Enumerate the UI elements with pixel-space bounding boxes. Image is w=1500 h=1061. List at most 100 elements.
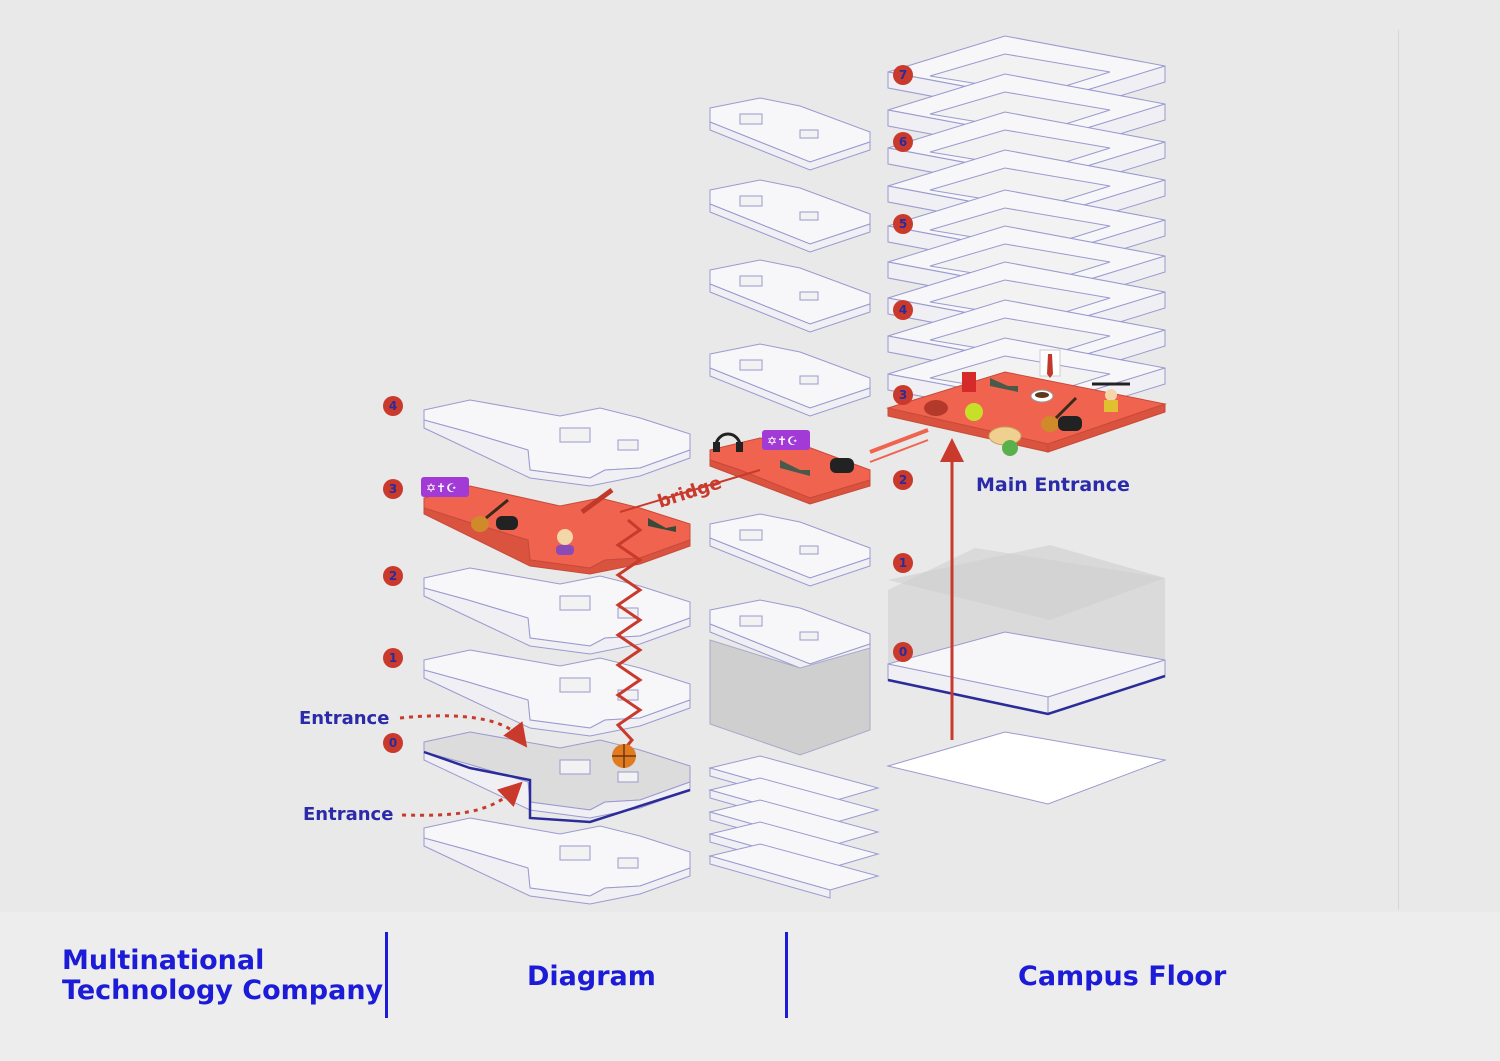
middle-floor-void: [739, 113, 763, 125]
coffee-icon: [1030, 389, 1054, 403]
middle-floor-void: [739, 529, 763, 541]
floor-marker: [893, 553, 913, 573]
main-entrance-label: Main Entrance: [976, 474, 1130, 496]
left-floor-void: [559, 595, 591, 611]
gamepad-icon: [1058, 416, 1082, 431]
floor-marker: [893, 214, 913, 234]
sneaker-icon: [648, 518, 676, 532]
left-floor-plate-side: [423, 751, 691, 819]
paint-icon: [580, 487, 614, 515]
diagram-title: Diagram: [527, 961, 656, 992]
floor-marker: [383, 396, 403, 416]
left-floor-void: [559, 427, 591, 443]
drink-icon: [962, 372, 976, 392]
religion-symbols-icon: ✡✝☪: [762, 430, 810, 450]
floor-number: 5: [899, 217, 907, 231]
middle-floor-void: [739, 615, 763, 627]
left-floor-plate-side: [423, 419, 691, 487]
left-ground-outline: [423, 750, 691, 824]
floor-marker: [893, 65, 913, 85]
right-tower: [886, 35, 1167, 805]
floor-number: 2: [899, 473, 907, 487]
floor-marker: [893, 385, 913, 405]
entrance-label-top: Entrance: [299, 708, 389, 729]
guitar-icon: [1041, 396, 1078, 432]
sneaker-icon: [780, 460, 810, 476]
weightlifter-icon: [1092, 382, 1130, 412]
salad-icon: [988, 426, 1022, 456]
floor-marker: [383, 479, 403, 499]
middle-floor-plate-side: [709, 283, 871, 333]
floor-marker: [383, 733, 403, 753]
staircase-zigzag: [615, 518, 643, 753]
bridge-label: bridge: [655, 472, 724, 512]
basketball-icon: [612, 744, 636, 768]
entrance-label-bottom: Entrance: [303, 804, 393, 825]
left-floor-void: [617, 439, 639, 451]
floor-number: 7: [899, 68, 907, 82]
middle-floor-void: [739, 359, 763, 371]
steak-icon: [924, 400, 948, 416]
tie-icon: [1039, 349, 1061, 378]
footer: [0, 912, 1500, 1061]
middle-floor-void: [739, 275, 763, 287]
floor-marker: [893, 470, 913, 490]
left-floor-void: [559, 845, 591, 861]
floor-marker: [893, 300, 913, 320]
religion-symbols-icon: ✡✝☪: [421, 477, 469, 497]
tennis-icon: [965, 403, 983, 421]
floor-number: 2: [389, 569, 397, 583]
floor-number: 0: [389, 736, 397, 750]
sneaker-icon: [990, 378, 1018, 392]
campus-floor-title: Campus Floor: [1018, 961, 1227, 992]
left-floor-void: [617, 857, 639, 869]
floor-marker: [383, 648, 403, 668]
middle-lower-slab-side: [709, 855, 831, 899]
company-title: Multinational Technology Company: [62, 946, 383, 1006]
icons-layer: ✡✝☪ ✡✝☪: [421, 349, 1130, 768]
divider-2: [785, 932, 788, 1018]
middle-floor-void: [799, 375, 819, 385]
middle-floor-void: [799, 545, 819, 555]
entrance-arrow-top: [399, 714, 528, 748]
middle-floor-void: [739, 195, 763, 207]
floor-marker: [893, 132, 913, 152]
floor-number: 0: [899, 645, 907, 659]
floor-number: 1: [899, 556, 907, 570]
floor-number: 3: [899, 388, 907, 402]
middle-floor-void: [799, 631, 819, 641]
frame-edge: [1398, 30, 1399, 910]
middle-floor-plate-side: [709, 121, 871, 171]
middle-floor-void: [799, 291, 819, 301]
svg-text:✡✝☪: ✡✝☪: [767, 434, 798, 448]
left-floor-3: [423, 485, 691, 575]
person-icon: [556, 529, 574, 555]
right-floor-markers: 7 6 5 4 3 2 1 0: [893, 65, 913, 662]
gamepad-icon: [496, 516, 518, 530]
middle-floor-plate-side: [709, 367, 871, 417]
headphones-icon: [713, 432, 743, 452]
floor-number: 4: [389, 399, 397, 413]
middle-grey-volume: [709, 639, 871, 756]
left-floor-plate-side: [423, 837, 691, 905]
company-line-1: Multinational: [62, 945, 265, 976]
gamepad-icon: [830, 458, 854, 473]
entrance-arrow-bottom: [401, 781, 523, 817]
svg-text:✡✝☪: ✡✝☪: [426, 481, 457, 495]
floor-number: 4: [899, 303, 907, 317]
guitar-icon: [471, 498, 509, 532]
left-floor-void: [617, 771, 639, 783]
floor-marker: [383, 566, 403, 586]
floor-marker: [893, 642, 913, 662]
middle-floor-plate-side: [709, 203, 871, 253]
middle-floor-void: [799, 211, 819, 221]
left-floor-void: [559, 677, 591, 693]
floor-number: 6: [899, 135, 907, 149]
left-floor-void: [559, 759, 591, 775]
floor-number: 1: [389, 651, 397, 665]
company-line-2: Technology Company: [62, 975, 384, 1006]
middle-stack: [708, 97, 880, 899]
divider-1: [385, 932, 388, 1018]
